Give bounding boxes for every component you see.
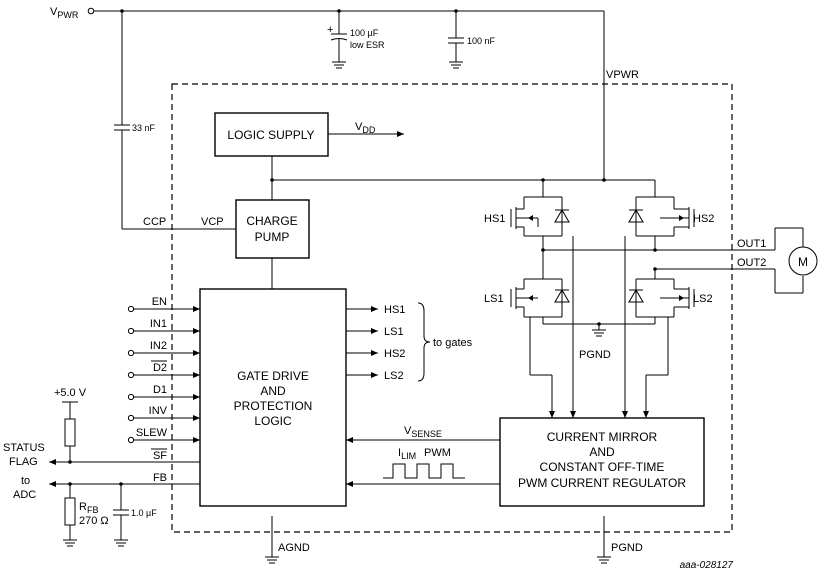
pin-d1[interactable]: [127, 393, 135, 401]
adc-label-2: ADC: [13, 489, 36, 501]
output-fb: FB: [153, 472, 167, 484]
pgnd-ground: [597, 516, 611, 564]
h-bridge: [510, 180, 775, 418]
current-mirror-block: [499, 417, 705, 507]
mirror-label-2: AND: [589, 445, 615, 459]
pwm-waveform: [383, 463, 465, 479]
input-d2: D2: [153, 362, 167, 374]
gate-drive-label-3: PROTECTION: [234, 399, 313, 413]
vpwr-left-label: VPWR: [50, 6, 79, 20]
input-in1: IN1: [150, 318, 167, 330]
pgnd-inner-label: PGND: [579, 349, 611, 361]
logic-supply-label: LOGIC SUPPLY: [227, 128, 314, 142]
status-label-2: FLAG: [9, 456, 38, 468]
fb-cap-value: 1.0 µF: [131, 508, 157, 518]
gate-out-hs1: HS1: [384, 304, 405, 316]
ls1-mosfet: [510, 268, 570, 318]
pin-inv[interactable]: [127, 414, 135, 422]
ls2-mosfet: [628, 269, 695, 318]
agnd-label: AGND: [278, 542, 310, 554]
ilim-label: ILIM: [398, 447, 416, 461]
svg-text:+: +: [327, 24, 333, 36]
agnd-ground: [265, 516, 279, 564]
hs1-mosfet: [510, 197, 570, 268]
pin-in1[interactable]: [127, 327, 135, 335]
ls2-label: LS2: [693, 293, 713, 305]
pump-capacitor: [114, 11, 236, 230]
pin-en[interactable]: [127, 305, 135, 313]
gate-output-arrows: [346, 306, 378, 378]
rfb-label: RFB: [79, 501, 98, 515]
vsense-label: VSENSE: [404, 425, 442, 439]
mirror-label-3: CONSTANT OFF-TIME: [540, 460, 665, 474]
gate-out-ls2: LS2: [384, 370, 404, 382]
motor-label: M: [798, 255, 808, 269]
pgnd-label: PGND: [611, 542, 643, 554]
hs1-label: HS1: [484, 213, 505, 225]
adc-label-1: to: [21, 475, 30, 487]
to-gates-label: to gates: [433, 337, 473, 349]
rfb-resistor: [63, 484, 77, 547]
ic-boundary: [171, 83, 733, 533]
vpwr-bus-label: VPWR: [606, 69, 639, 81]
motor: [774, 227, 818, 294]
hs2-mosfet: [628, 197, 695, 250]
pullup-resistor: [62, 401, 78, 462]
pin-d2[interactable]: [127, 371, 135, 379]
vcp-label: VCP: [201, 216, 224, 228]
rfb-value: 270 Ω: [79, 515, 109, 527]
status-label-1: STATUS: [3, 442, 45, 454]
pump-cap-value: 33 nF: [132, 123, 156, 133]
input-inv: INV: [149, 405, 168, 417]
pin-slew[interactable]: [127, 436, 135, 444]
ccp-label: CCP: [143, 216, 166, 228]
output-sf: SF: [153, 450, 167, 462]
charge-pump-label-2: PUMP: [255, 230, 290, 244]
vdd-label: VDD: [355, 121, 376, 135]
vpwr-terminal[interactable]: [87, 7, 95, 15]
bulk-capacitor: +: [327, 11, 348, 69]
input-slew: SLEW: [136, 427, 168, 439]
pin-in2[interactable]: [127, 349, 135, 357]
mirror-label-4: PWM CURRENT REGULATOR: [518, 476, 686, 490]
charge-pump-block: [235, 199, 310, 259]
input-en: EN: [152, 296, 167, 308]
input-in2: IN2: [150, 340, 167, 352]
gate-drive-label-1: GATE DRIVE: [237, 369, 309, 383]
logic-supply-block: [214, 112, 329, 157]
input-pins: [127, 305, 200, 444]
hs2-label: HS2: [693, 213, 714, 225]
input-d1: D1: [153, 384, 167, 396]
gate-out-ls1: LS1: [384, 326, 404, 338]
charge-pump-label-1: CHARGE: [246, 214, 297, 228]
decoupling-cap-value: 100 nF: [467, 36, 496, 46]
gate-out-hs2: HS2: [384, 348, 405, 360]
to-gates-brace: [417, 302, 431, 382]
mirror-label-1: CURRENT MIRROR: [547, 430, 658, 444]
motor-icon: [788, 246, 818, 276]
figure-id: aaa-028127: [680, 560, 734, 571]
pwm-label: PWM: [424, 447, 451, 459]
bulk-cap-value: 100 µF: [350, 28, 379, 38]
out2-label: OUT2: [737, 257, 766, 269]
fb-capacitor: [113, 484, 129, 547]
gate-drive-label-2: AND: [260, 384, 286, 398]
decoupling-capacitor: [448, 11, 464, 69]
gate-drive-block: [199, 288, 347, 507]
gate-drive-label-4: LOGIC: [254, 414, 292, 428]
out1-label: OUT1: [737, 238, 766, 250]
plus5-label: +5.0 V: [54, 387, 87, 399]
ls1-label: LS1: [484, 293, 504, 305]
bulk-cap-esr: low ESR: [350, 40, 385, 50]
